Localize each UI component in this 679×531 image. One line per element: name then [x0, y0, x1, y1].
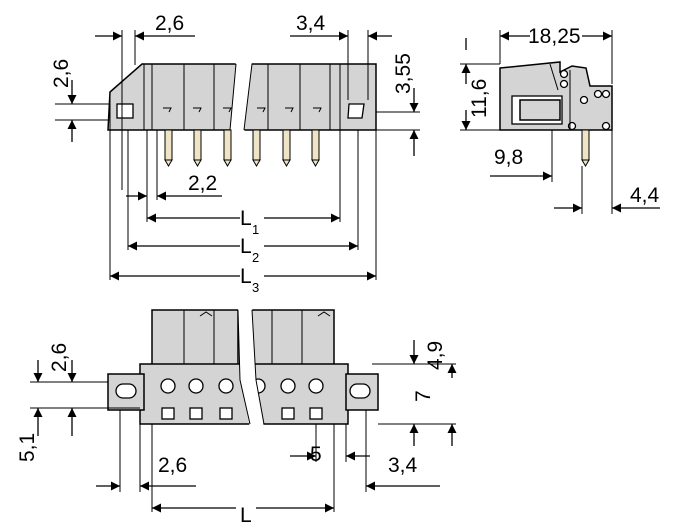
bottom-view: 2,6 5,1 4,9 7 2,6 5 3,4 L [16, 306, 457, 527]
front-flange-hole-right [347, 103, 365, 119]
dim-top-height-right: 3,55 [392, 53, 415, 94]
dim-bottom-right-high: 4,9 [424, 341, 447, 370]
dim-bottom-length: L [240, 504, 252, 527]
dim-length-3-sub: 3 [252, 280, 259, 295]
front-view: 2,6 3,4 2,6 3,55 2,2 L 1 L 2 L 3 [50, 12, 420, 295]
dim-length-2-sub: 2 [252, 250, 259, 265]
bottom-square-holes [161, 407, 323, 420]
dim-bottom-left-pitch: 2,6 [158, 454, 187, 477]
dim-bottom-right-pitch: 3,4 [388, 454, 418, 477]
side-view: 18,25 11,6 9,8 4,4 [460, 25, 660, 214]
bottom-round-holes [160, 378, 324, 394]
bottom-flange-left [107, 373, 145, 411]
dim-bottom-pitch: 5 [310, 443, 322, 466]
dim-length-3: L [240, 265, 252, 288]
dim-top-pitch-left: 2,6 [155, 12, 184, 35]
side-pin [581, 129, 590, 161]
dim-side-width: 18,25 [528, 25, 581, 48]
dim-side-pin: 4,4 [630, 184, 660, 207]
front-pins [164, 129, 320, 167]
front-flange-hole-left [116, 103, 134, 119]
dim-bottom-height-low: 5,1 [16, 433, 39, 462]
dim-length-1: L [240, 207, 252, 230]
dim-bottom-right-low: 7 [412, 390, 435, 402]
dim-side-height: 11,6 [468, 79, 491, 118]
dim-top-height-left: 2,6 [50, 59, 73, 88]
front-break [230, 60, 252, 134]
dim-side-depth: 9,8 [494, 146, 523, 169]
dim-pin-offset: 2,2 [188, 172, 217, 195]
bottom-break [238, 306, 264, 428]
dim-length-2: L [240, 235, 252, 258]
dim-top-pitch-right: 3,4 [296, 12, 326, 35]
dim-bottom-height-left: 2,6 [48, 343, 71, 372]
dim-length-1-sub: 1 [252, 222, 259, 237]
